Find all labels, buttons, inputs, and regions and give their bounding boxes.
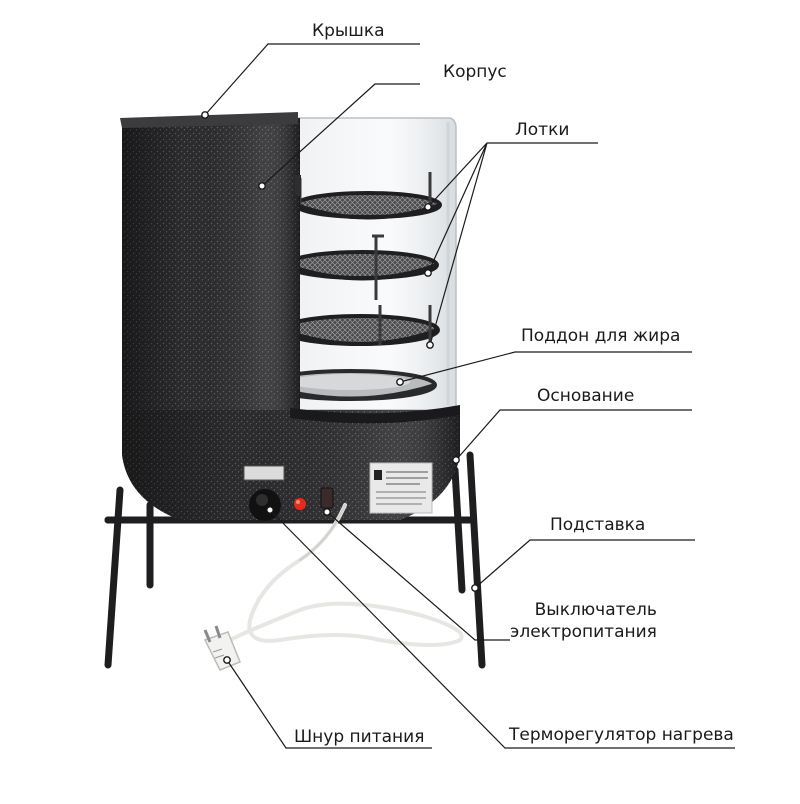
- label-grease-tray: Поддон для жира: [521, 326, 681, 346]
- leader-body: [261, 83, 420, 187]
- leader-lid: [204, 43, 420, 116]
- leader-power-cord: [226, 659, 432, 749]
- leader-trays: [427, 142, 598, 346]
- label-body: Корпус: [443, 62, 507, 82]
- power-cord: [228, 503, 464, 647]
- leader-lines: [204, 43, 735, 749]
- plug: [203, 625, 241, 671]
- leader-power-switch: [326, 511, 510, 641]
- label-stand: Подставка: [550, 515, 646, 535]
- label-thermostat: Терморегулятор нагрева: [509, 725, 734, 745]
- label-lid: Крышка: [312, 21, 385, 41]
- leader-dots: [201, 111, 479, 664]
- leader-base: [455, 409, 692, 461]
- housing-body: [120, 112, 301, 420]
- label-power-switch: Выключатель электропитания: [510, 600, 657, 642]
- leader-stand: [474, 539, 695, 589]
- label-power-cord: Шнур питания: [294, 727, 425, 747]
- label-trays: Лотки: [515, 120, 570, 140]
- base: [122, 405, 460, 521]
- leader-thermostat: [269, 509, 735, 749]
- leader-grease-tray: [399, 351, 692, 383]
- label-base: Основание: [537, 386, 635, 406]
